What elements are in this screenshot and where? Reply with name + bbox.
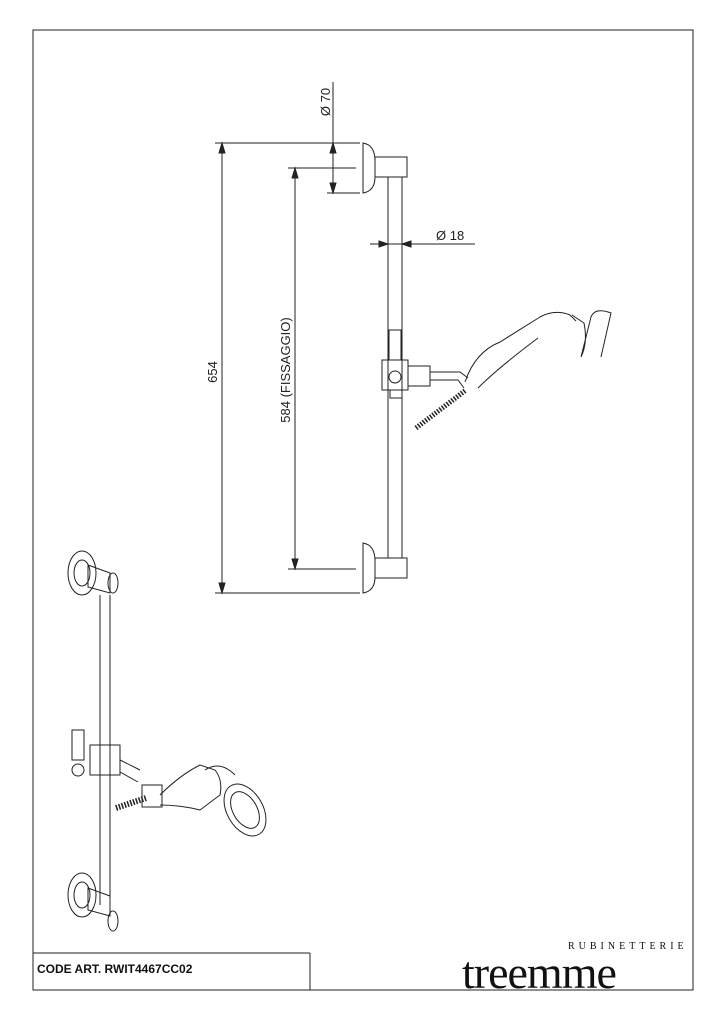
product-code: CODE ART. RWIT4467CC02 [37,962,193,976]
shower-rail-elevation [362,142,612,594]
dimension-654 [215,141,360,595]
drawing-frame [32,29,694,991]
dimension-phi70 [327,82,360,195]
dimension-phi70-label: Ø 70 [318,88,333,116]
shower-rail-perspective [67,550,267,932]
logo-tagline: RUBINETTERIE [568,941,688,952]
dimension-phi18-label: Ø 18 [436,228,464,243]
dimension-584-label: 584 (FISSAGGIO) [278,317,293,422]
brand-logo: treemme [462,947,617,998]
dimension-584 [288,166,356,571]
dimension-654-label: 654 [205,361,220,383]
